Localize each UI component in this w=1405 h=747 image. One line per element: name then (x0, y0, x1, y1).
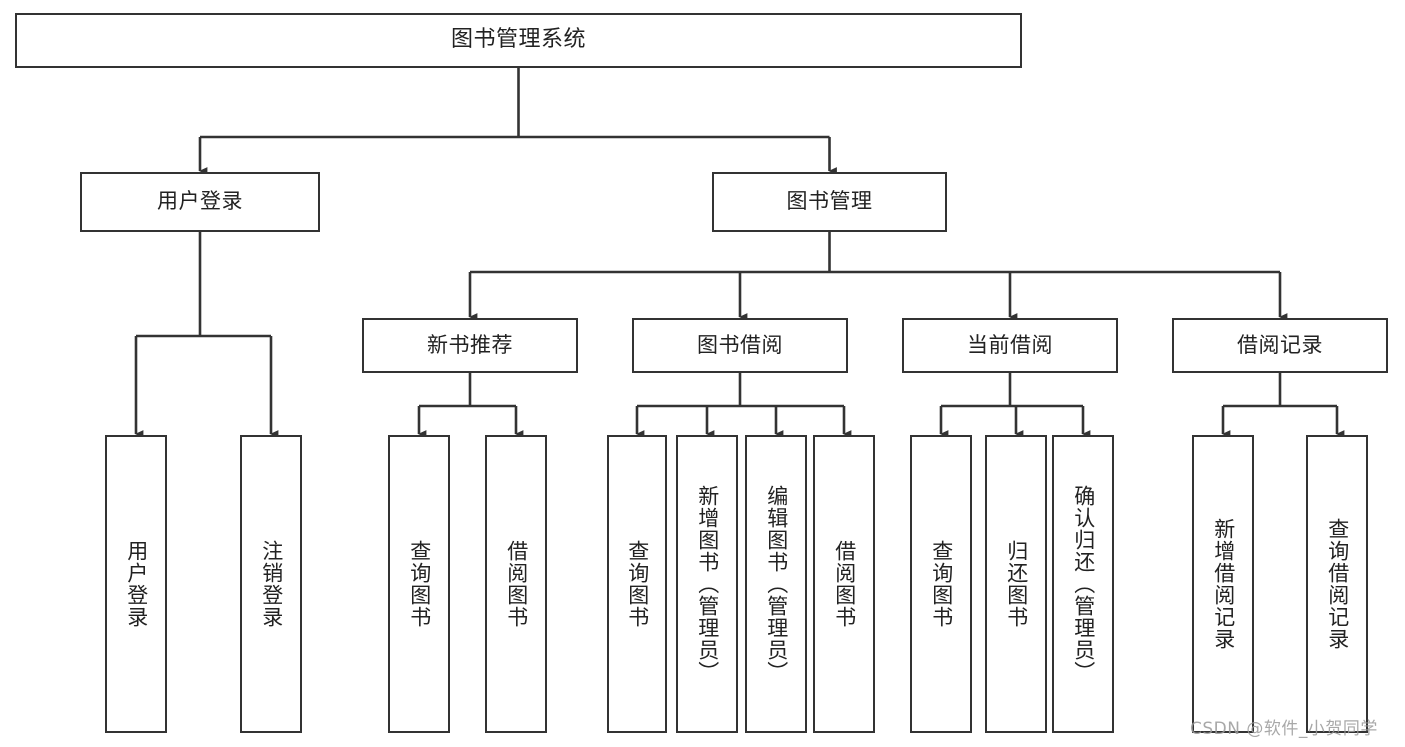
node-leaf-query-book-1[interactable]: 查询图书 (388, 435, 450, 733)
node-label: 借阅记录 (1237, 332, 1323, 357)
node-leaf-return-book[interactable]: 归还图书 (985, 435, 1047, 733)
node-current-borrow[interactable]: 当前借阅 (902, 318, 1118, 373)
node-label: 图书管理 (786, 189, 873, 214)
node-label: 当前借阅 (967, 332, 1053, 357)
node-label: 图书借阅 (697, 332, 783, 357)
node-leaf-query-record[interactable]: 查询借阅记录 (1306, 435, 1368, 733)
node-label: 新增借阅记录 (1211, 518, 1236, 650)
node-label: 确认归还（管理员） (1071, 485, 1096, 683)
node-book-manage[interactable]: 图书管理 (712, 172, 947, 232)
node-new-book-recommend[interactable]: 新书推荐 (362, 318, 578, 373)
node-root[interactable]: 图书管理系统 (15, 13, 1022, 68)
node-label: 用户登录 (157, 189, 243, 214)
node-leaf-borrow-book-2[interactable]: 借阅图书 (813, 435, 875, 733)
node-label: 新增图书（管理员） (695, 485, 720, 683)
csdn-watermark: CSDN @软件_小贺同学 (1190, 719, 1378, 739)
node-leaf-query-book-2[interactable]: 查询图书 (607, 435, 667, 733)
node-label: 借阅图书 (832, 540, 857, 628)
node-label: 归还图书 (1004, 540, 1029, 628)
node-borrow-record[interactable]: 借阅记录 (1172, 318, 1388, 373)
node-leaf-query-book-3[interactable]: 查询图书 (910, 435, 972, 733)
node-leaf-edit-book[interactable]: 编辑图书（管理员） (745, 435, 807, 733)
node-leaf-borrow-book-1[interactable]: 借阅图书 (485, 435, 547, 733)
node-label: 图书管理系统 (450, 27, 586, 53)
node-leaf-add-book[interactable]: 新增图书（管理员） (676, 435, 738, 733)
node-leaf-confirm-return[interactable]: 确认归还（管理员） (1052, 435, 1114, 733)
node-user-login[interactable]: 用户登录 (80, 172, 320, 232)
node-label: 借阅图书 (504, 540, 529, 628)
node-label: 新书推荐 (427, 332, 513, 357)
node-label: 查询图书 (407, 540, 432, 628)
node-book-borrow[interactable]: 图书借阅 (632, 318, 848, 373)
node-label: 用户登录 (124, 540, 149, 628)
connector-lines (134, 68, 1345, 438)
node-label: 查询图书 (929, 540, 954, 628)
node-leaf-logout[interactable]: 注销登录 (240, 435, 302, 733)
node-leaf-user-login[interactable]: 用户登录 (105, 435, 167, 733)
node-label: 查询借阅记录 (1325, 518, 1350, 650)
node-label: 查询图书 (625, 540, 650, 628)
node-leaf-add-record[interactable]: 新增借阅记录 (1192, 435, 1254, 733)
node-label: 编辑图书（管理员） (764, 485, 789, 683)
node-label: 注销登录 (259, 540, 284, 628)
